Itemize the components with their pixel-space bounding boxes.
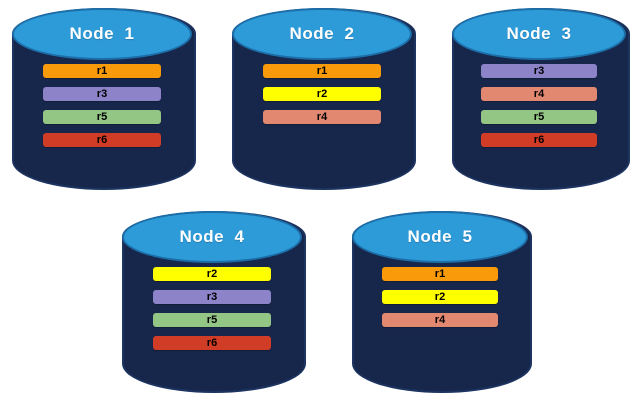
replica-bar[interactable]: r3 bbox=[43, 87, 161, 101]
cylinder-top-ellipse bbox=[452, 8, 626, 60]
database-node-3[interactable]: Node 3 r3 r4 r5 r6 bbox=[452, 8, 630, 190]
node-label: Node 2 bbox=[289, 24, 355, 43]
database-node-2[interactable]: Node 2 r1 r2 r4 bbox=[232, 8, 416, 190]
node-label: Node 4 bbox=[179, 227, 245, 246]
replica-bar[interactable]: r2 bbox=[153, 267, 271, 281]
replica-bar[interactable]: r2 bbox=[382, 290, 498, 304]
cylinder-top-ellipse bbox=[232, 8, 412, 60]
database-node-4[interactable]: Node 4 r2 r3 r5 r6 bbox=[122, 211, 306, 393]
replica-list: r1 r2 r4 bbox=[232, 64, 412, 124]
replica-bar[interactable]: r5 bbox=[43, 110, 161, 124]
replica-bar[interactable]: r3 bbox=[481, 64, 597, 78]
node-label: Node 3 bbox=[506, 24, 572, 43]
node-label: Node 5 bbox=[407, 227, 473, 246]
replica-list: r2 r3 r5 r6 bbox=[122, 267, 302, 350]
replica-bar[interactable]: r1 bbox=[263, 64, 381, 78]
database-node-5[interactable]: Node 5 r1 r2 r4 bbox=[352, 211, 532, 393]
replica-bar[interactable]: r4 bbox=[263, 110, 381, 124]
replica-bar[interactable]: r5 bbox=[153, 313, 271, 327]
cylinder-top-ellipse bbox=[122, 211, 302, 263]
replica-bar[interactable]: r2 bbox=[263, 87, 381, 101]
replica-list: r1 r3 r5 r6 bbox=[12, 64, 192, 147]
replica-bar[interactable]: r6 bbox=[153, 336, 271, 350]
replica-bar[interactable]: r4 bbox=[481, 87, 597, 101]
node-label: Node 1 bbox=[69, 24, 135, 43]
replica-bar[interactable]: r5 bbox=[481, 110, 597, 124]
replica-bar[interactable]: r1 bbox=[43, 64, 161, 78]
replica-bar[interactable]: r4 bbox=[382, 313, 498, 327]
cylinder-top-ellipse bbox=[352, 211, 528, 263]
replica-bar[interactable]: r3 bbox=[153, 290, 271, 304]
replica-bar[interactable]: r6 bbox=[481, 133, 597, 147]
database-node-1[interactable]: Node 1 r1 r3 r5 r6 bbox=[12, 8, 196, 190]
cylinder-top-ellipse bbox=[12, 8, 192, 60]
replica-list: r3 r4 r5 r6 bbox=[452, 64, 626, 147]
replica-bar[interactable]: r6 bbox=[43, 133, 161, 147]
replica-bar[interactable]: r1 bbox=[382, 267, 498, 281]
replica-list: r1 r2 r4 bbox=[352, 267, 528, 327]
